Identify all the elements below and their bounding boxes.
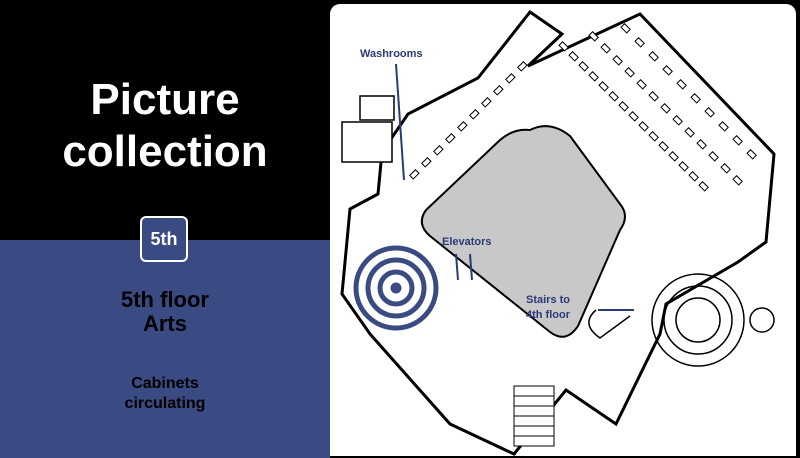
round-room	[651, 273, 775, 367]
washrooms-label: Washrooms	[360, 48, 423, 60]
label-leaders	[395, 63, 634, 311]
atrium	[420, 125, 626, 338]
page-title: Picture collection	[0, 74, 330, 178]
stairs-label-line-1: Stairs to	[526, 294, 570, 306]
stairs-ramp	[588, 309, 631, 339]
note-line-2: circulating	[124, 395, 206, 412]
shelving-rows	[558, 23, 757, 192]
building-outline	[340, 9, 776, 456]
shelving-rows-left	[409, 61, 528, 180]
floor-map: Washrooms Elevators Stairs to 4th floor	[330, 4, 796, 456]
floor-badge: 5th	[140, 216, 188, 262]
stairs-label-line-2: 4th floor	[526, 309, 571, 321]
note-line-1: Cabinets	[131, 375, 199, 392]
info-panel	[0, 240, 330, 458]
elevators-label: Elevators	[442, 236, 492, 248]
stair-block	[513, 385, 555, 447]
floor-plan-svg: Washrooms Elevators Stairs to 4th floor	[340, 9, 776, 456]
floor-name: 5th floor Arts	[0, 288, 330, 336]
floor-name-line-2: Arts	[142, 311, 187, 336]
title-line-2: collection	[62, 127, 268, 176]
floor-name-line-1: 5th floor	[121, 287, 209, 312]
title-panel	[0, 0, 330, 240]
title-line-1: Picture	[90, 75, 240, 124]
washrooms-area	[341, 95, 395, 163]
collection-note: Cabinets circulating	[0, 374, 330, 414]
concentric-circles-target-icon	[353, 245, 439, 331]
